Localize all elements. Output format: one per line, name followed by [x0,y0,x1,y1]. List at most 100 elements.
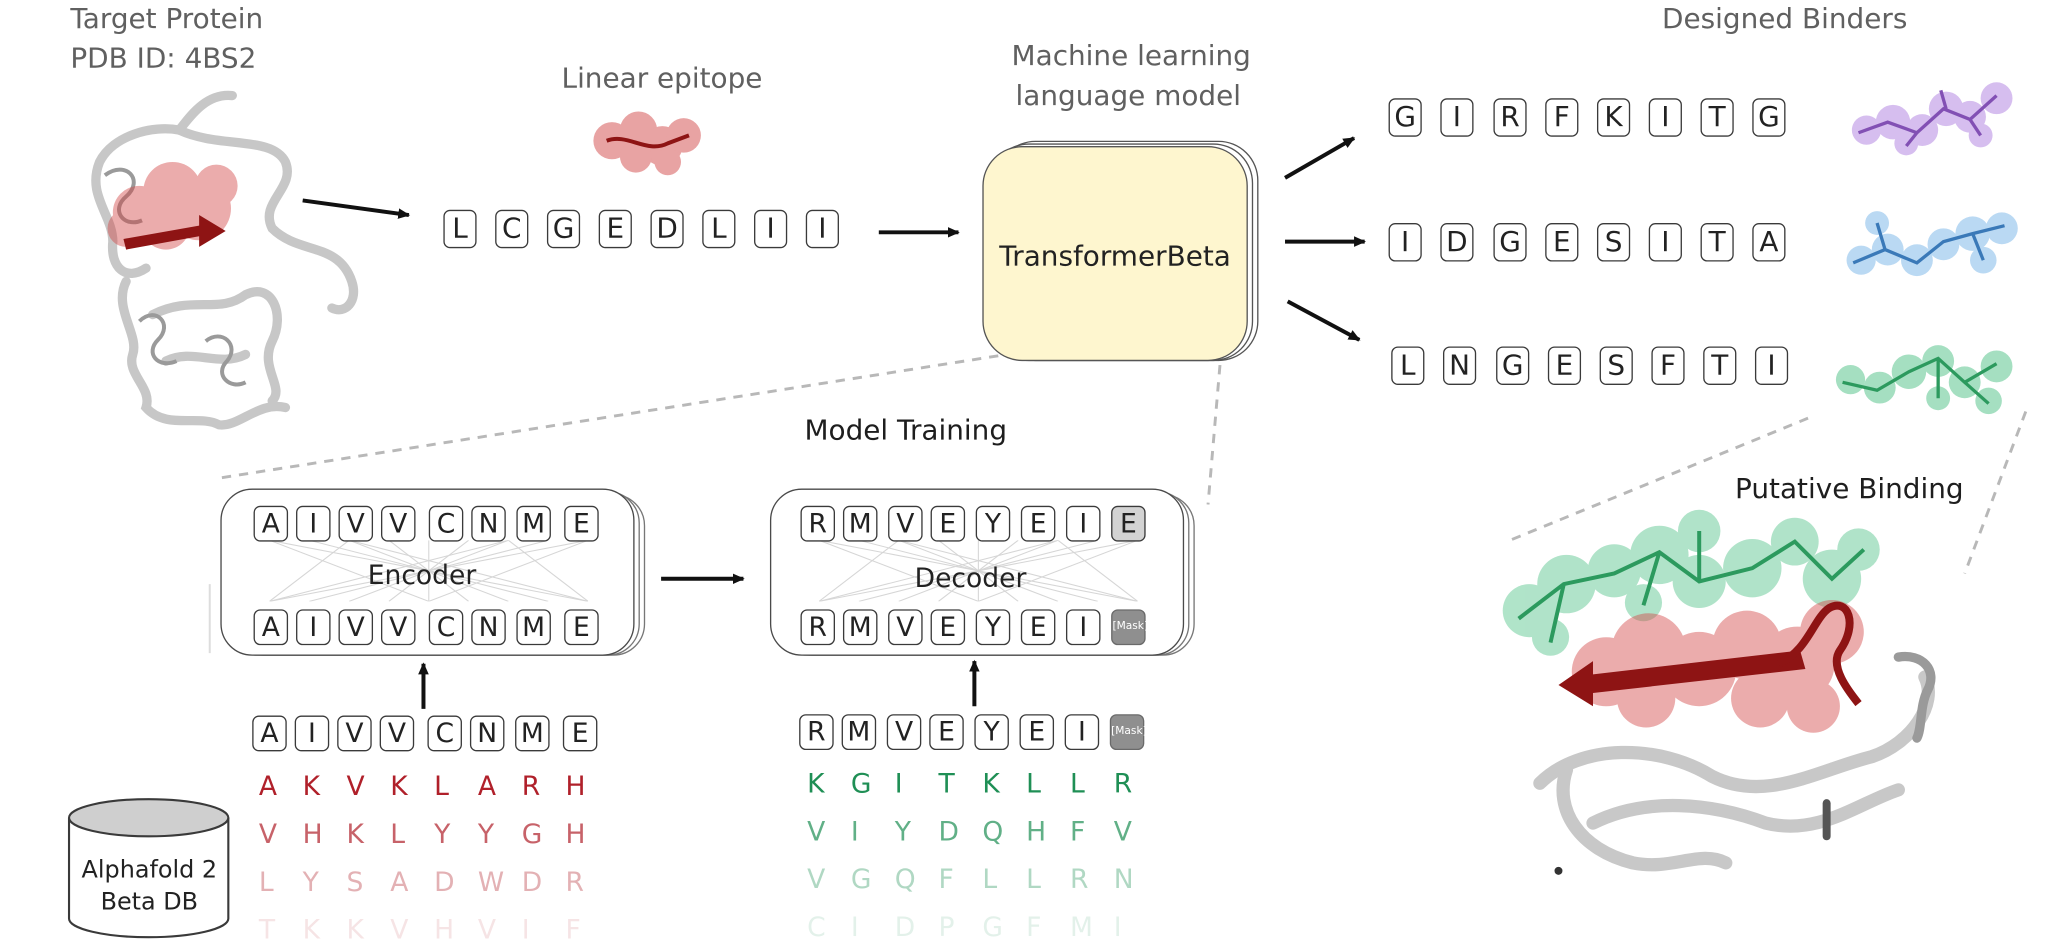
decoder-top-residue: V [888,505,923,542]
encoder-input-residue: M [515,715,550,752]
binder-molecule-2 [1846,211,2018,277]
binder-residue: R [1493,98,1527,137]
binder-residue: S [1599,346,1633,385]
zoom-line-left [220,354,999,480]
encoder-input-residue: C [427,715,462,752]
ml-model-label-line1: Machine learning [1011,39,1251,72]
epitope-residue: G [546,209,581,249]
arrow-model-to-binder-3 [1286,299,1361,342]
decoder-top-predicted-residue: E [1111,505,1146,542]
encoder-bottom-residue: A [253,609,289,646]
decoder-bottom-residue: I [1065,609,1101,646]
decoder-input-residue: I [1064,714,1100,751]
decoder-input-residue: E [929,714,964,751]
database-label: Alphafold 2 Beta DB [66,855,232,919]
decoder-input-residue: V [886,714,922,751]
binder-residue: A [1752,223,1786,262]
epitope-residue: D [650,209,684,249]
decoder-top-residue: Y [975,505,1011,542]
database-label-line1: Alphafold 2 [81,856,218,885]
encoder-bottom-residue: I [296,609,331,646]
encoder-input-residue: V [337,715,372,752]
epitope-residue: E [598,209,632,249]
epitope-residue: L [702,209,736,249]
encoder-top-residue: M [516,505,551,542]
encoder-top-residue: N [471,505,506,542]
epitope-blob [593,111,701,176]
transformer-box: TransformerBeta [982,146,1248,362]
binder-residue: I [1648,98,1682,137]
zoom-line-right [1206,364,1222,505]
encoder-attention-lines [269,540,589,602]
binder-residue: T [1700,223,1734,262]
binder-residue: D [1440,223,1474,262]
decoder-input-residue: M [841,714,877,751]
target-protein-structure [91,90,359,430]
encoder-input-residue: E [562,715,598,752]
decoder-top-residue: M [842,505,878,542]
binder-residue: T [1700,98,1734,137]
decoder-top-residue: E [930,505,966,542]
decoder-bottom-residue: E [930,609,966,646]
decoder-bottom-residue: R [800,609,835,646]
encoder-top-residue: E [564,505,599,542]
model-training-label: Model Training [804,414,1008,447]
epitope-residue: I [805,209,839,249]
target-protein-label: Target Protein [70,2,264,35]
encoder-top-residue: I [296,505,331,542]
transformer-label: TransformerBeta [999,240,1231,273]
encoder-bottom-residue: V [380,609,416,646]
decoder-top-residue: I [1065,505,1101,542]
decoder-bottom-residue: E [1020,609,1056,646]
binder-residue: K [1596,98,1631,137]
binder-residue: F [1651,346,1685,385]
encoder-bottom-residue: V [338,609,374,646]
encoder-bottom-residue: E [564,609,599,646]
epitope-residue: I [754,209,788,249]
binder-residue: E [1545,223,1579,262]
binder-residue: F [1545,98,1579,137]
ml-model-label-line2: language model [1015,79,1242,112]
decoder-label: Decoder [914,561,1027,594]
binder-residue: I [1648,223,1682,262]
zoom-line-binding-right [1963,411,2028,574]
decoder-top-residue: R [800,505,835,542]
encoder-input-residue: A [252,715,287,752]
encoder-top-residue: V [380,505,416,542]
encoder-top-residue: A [253,505,289,542]
binder-residue: S [1596,223,1631,262]
binder-molecule-1 [1851,82,2013,156]
database-label-line2: Beta DB [100,888,199,916]
encoder-input-residue: V [379,715,415,752]
binder-residue: I [1440,98,1474,137]
binder-residue: G [1493,223,1527,262]
encoder-bottom-residue: N [471,609,506,646]
linear-epitope-label: Linear epitope [561,62,763,95]
encoder-top-residue: C [428,505,464,542]
decoder-input-residue: Y [974,714,1009,751]
arrow-model-to-binder-1 [1284,136,1356,180]
zoom-line-binding-left [1506,416,1809,543]
binder-molecule-3 [1835,345,2013,415]
database-icon [67,798,230,939]
decoder-input-residue: R [799,714,834,751]
encoder-input-residue: N [469,715,505,752]
designed-binders-label: Designed Binders [1662,2,1908,35]
encoder-label: Encoder [367,558,477,591]
binder-residue: G [1752,98,1786,137]
binder-residue: E [1547,346,1582,385]
putative-binding-label: Putative Binding [1735,472,1964,505]
putative-binding-structure [1502,509,1936,875]
decoder-bottom-residue: V [888,609,923,646]
epitope-residue: C [495,209,529,249]
decoder-attention-lines [819,540,1138,602]
decoder-mask-token: [Mask] [1111,609,1148,646]
